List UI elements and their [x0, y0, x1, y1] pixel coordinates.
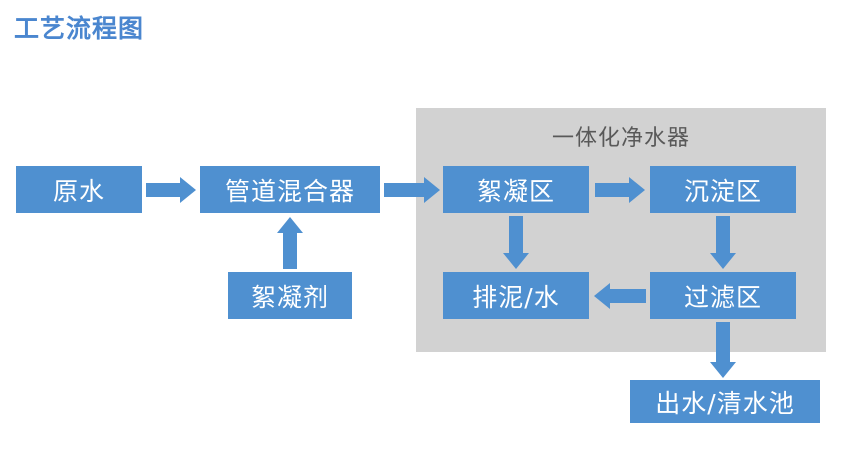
arrow-head — [180, 177, 196, 203]
arrow-raw-to-mixer — [146, 176, 196, 204]
node-label: 出水/清水池 — [655, 388, 795, 418]
arrow-head — [710, 362, 736, 378]
arrow-sed-to-filtration — [709, 216, 737, 269]
arrow-flocculation-to-sed — [595, 176, 645, 204]
arrow-shaft — [716, 216, 730, 253]
node-flocculant[interactable]: 絮凝剂 — [228, 272, 352, 319]
arrow-flocculation-to-sludge — [502, 216, 530, 269]
node-raw-water[interactable]: 原水 — [16, 166, 142, 213]
arrow-shaft — [146, 183, 180, 197]
arrow-head — [277, 217, 303, 233]
arrow-shaft — [283, 233, 297, 269]
arrow-head — [710, 253, 736, 269]
arrow-head — [629, 177, 645, 203]
node-label: 絮凝区 — [476, 176, 555, 206]
node-effluent-tank[interactable]: 出水/清水池 — [630, 380, 820, 423]
node-pipe-mixer[interactable]: 管道混合器 — [200, 166, 380, 213]
arrow-shaft — [384, 183, 424, 197]
arrow-head — [503, 253, 529, 269]
arrow-filtration-to-effluent — [709, 322, 737, 378]
node-label: 原水 — [52, 176, 105, 206]
node-filtration[interactable]: 过滤区 — [650, 272, 796, 319]
arrow-flocculant-to-mixer — [276, 217, 304, 269]
node-label: 管道混合器 — [224, 176, 355, 206]
page-title: 工艺流程图 — [14, 14, 145, 43]
arrow-shaft — [509, 216, 523, 253]
arrow-mixer-to-flocculation — [384, 176, 440, 204]
arrow-head — [594, 283, 610, 309]
arrow-shaft — [610, 289, 646, 303]
arrow-head — [424, 177, 440, 203]
node-label: 排泥/水 — [472, 282, 560, 312]
node-flocculation[interactable]: 絮凝区 — [443, 166, 589, 213]
arrow-shaft — [595, 183, 629, 197]
node-sedimentation[interactable]: 沉淀区 — [650, 166, 796, 213]
node-label: 絮凝剂 — [250, 282, 329, 312]
group-label: 一体化净水器 — [551, 126, 691, 151]
arrow-filtration-to-sludge — [594, 282, 646, 310]
node-label: 过滤区 — [683, 282, 762, 312]
node-sludge-drain[interactable]: 排泥/水 — [443, 272, 589, 319]
node-label: 沉淀区 — [683, 176, 762, 206]
arrow-shaft — [716, 322, 730, 362]
